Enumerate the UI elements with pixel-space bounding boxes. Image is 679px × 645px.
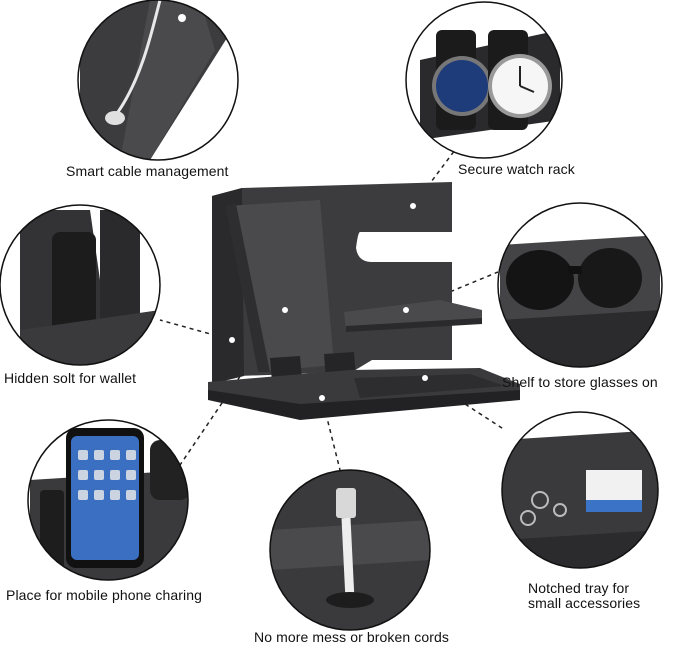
watch-rack-photo — [406, 2, 562, 158]
callout-wallet-slot: Hidden solt for wallet — [4, 370, 137, 386]
callout-tray-line2: small accessories — [528, 595, 641, 611]
callout-watch-rack: Secure watch rack — [458, 161, 575, 177]
phone-charging-photo — [28, 420, 188, 580]
wallet-slot-photo — [0, 205, 160, 365]
callout-tray-line1: Notched tray for — [528, 580, 630, 596]
glasses-shelf-photo — [498, 203, 662, 367]
organizer-stand — [208, 182, 520, 420]
accessory-tray-photo — [502, 412, 658, 568]
callout-glasses-shelf: Shelf to store glasses on — [502, 374, 658, 390]
callout-phone-charging: Place for mobile phone charing — [6, 587, 203, 603]
cable-routing-photo — [270, 470, 430, 630]
callout-cable-management: Smart cable management — [66, 163, 229, 179]
cable-management-photo — [78, 0, 238, 160]
callout-cords: No more mess or broken cords — [254, 629, 449, 645]
